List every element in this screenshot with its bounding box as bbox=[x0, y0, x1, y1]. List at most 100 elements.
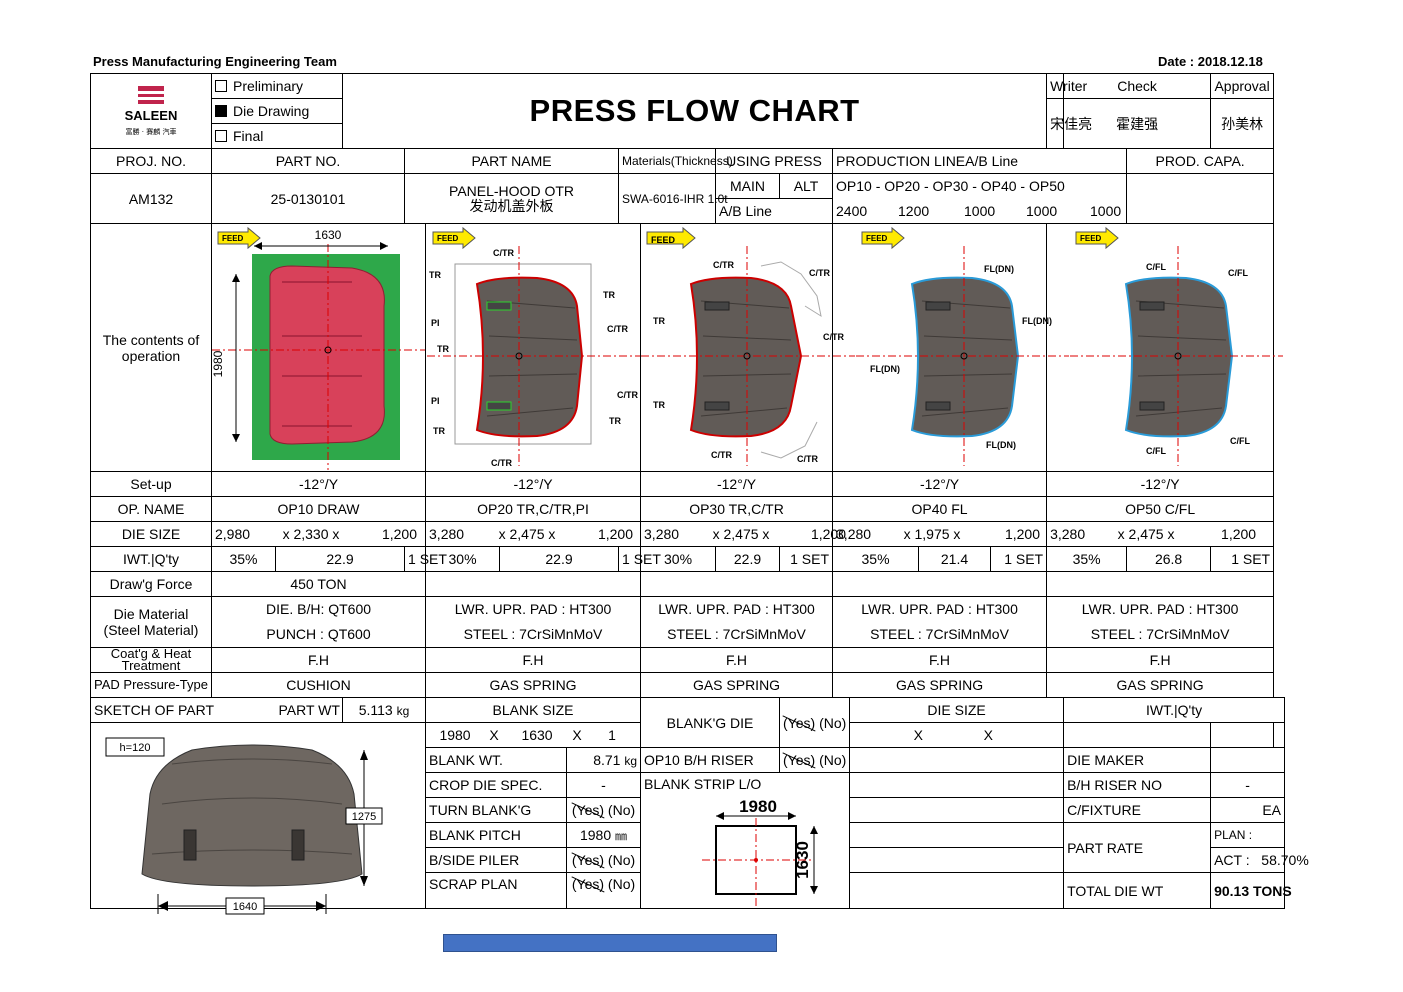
opname-op30: OP30 TR,C/TR bbox=[640, 496, 834, 522]
crop-label: CROP DIE SPEC. bbox=[425, 772, 568, 798]
blankg-die-choice[interactable]: (Yes) (No) bbox=[779, 697, 851, 748]
checkbox-icon bbox=[215, 80, 227, 92]
op30-label-tr-1: TR bbox=[653, 316, 665, 326]
blank-strip-drawing: 1980 1630 bbox=[702, 797, 818, 906]
setup-op50: -12°/Y bbox=[1046, 471, 1275, 497]
op40-label-fldn-3: FL(DN) bbox=[870, 364, 900, 374]
op30-drawing: FEED C/TR C/TR TR C/TR TR C/TR C/TR bbox=[641, 226, 855, 466]
coat-op50: F.H bbox=[1046, 647, 1275, 673]
crop-value: - bbox=[566, 772, 642, 798]
using-press-label: USING PRESS bbox=[715, 148, 834, 174]
strip-height-dim: 1630 bbox=[793, 841, 812, 879]
force-label: Draw'g Force bbox=[90, 571, 212, 597]
scrap-choice[interactable]: (Yes) (No) bbox=[566, 872, 642, 909]
op50-label-cfl-2: C/FL bbox=[1228, 268, 1248, 278]
iwt-op30: 30% bbox=[640, 546, 717, 572]
op20-label-tr-1: TR bbox=[429, 270, 441, 280]
sketch-dim-1640: 1640 bbox=[233, 901, 257, 913]
sketch-label: SKETCH OF PART bbox=[90, 697, 276, 723]
bh-riser-value: - bbox=[1210, 772, 1285, 798]
stage-final[interactable]: Final bbox=[210, 123, 344, 149]
op20-label-ctr-right-2: C/TR bbox=[617, 390, 638, 400]
op10-height-dim: 1980 bbox=[211, 350, 225, 377]
wt-op40: 21.4 bbox=[918, 546, 992, 572]
writer-name: 宋佳亮 bbox=[1046, 98, 1092, 149]
op30-label-tr-2: TR bbox=[653, 400, 665, 410]
wt-op20: 22.9 bbox=[499, 546, 620, 572]
force-op10: 450 TON bbox=[210, 571, 427, 597]
proj-label: PROJ. NO. bbox=[90, 148, 212, 174]
die-size-label: DIE SIZE bbox=[849, 697, 1065, 723]
iwt-value-3 bbox=[1273, 722, 1285, 748]
coat-op20: F.H bbox=[425, 647, 642, 673]
turn-choice[interactable]: (Yes) (No) bbox=[566, 797, 642, 823]
scrap-label: SCRAP PLAN bbox=[425, 872, 568, 909]
op40-label-fldn-2: FL(DN) bbox=[1022, 316, 1052, 326]
iwt-label: IWT.|Q'ty bbox=[90, 546, 212, 572]
op20-label-pi-2: PI bbox=[431, 396, 440, 406]
team-name: Press Manufacturing Engineering Team bbox=[93, 54, 337, 69]
saleen-logo: SALEEN 富勝 · 賽麟 汽車 bbox=[125, 85, 177, 136]
op20-label-ctr-bottom: C/TR bbox=[491, 458, 512, 468]
sketch-height-label: h=120 bbox=[120, 742, 151, 754]
riser-choice[interactable]: (Yes) (No) bbox=[779, 747, 851, 773]
op20-label-tr-2: TR bbox=[603, 290, 615, 300]
writer-label: Writer bbox=[1046, 73, 1087, 99]
pitch-label: BLANK PITCH bbox=[425, 822, 568, 848]
qty-op20: 1 SET bbox=[618, 546, 661, 572]
cfixture-value: EA bbox=[1210, 797, 1285, 823]
op50-label-cfl-4: C/FL bbox=[1146, 446, 1166, 456]
diesize-label: DIE SIZE bbox=[90, 521, 212, 547]
die-blank-2 bbox=[849, 772, 1065, 798]
iwt-value-2 bbox=[1210, 722, 1275, 748]
qty-op10: 1 SET bbox=[404, 546, 447, 572]
force-op20 bbox=[425, 571, 642, 597]
qty-op40: 1 SET bbox=[990, 546, 1048, 572]
plan-label: PLAN : bbox=[1210, 822, 1285, 848]
iwt-op40: 35% bbox=[832, 546, 920, 572]
force-op30 bbox=[640, 571, 834, 597]
pad-op50: GAS SPRING bbox=[1046, 672, 1275, 698]
total-value: 90.13 TONS bbox=[1210, 872, 1292, 909]
stage-die-drawing[interactable]: Die Drawing bbox=[210, 98, 344, 124]
die-blank-1 bbox=[849, 747, 1065, 773]
checkbox-checked-icon bbox=[215, 105, 227, 117]
op30-label-ctr-3: C/TR bbox=[823, 332, 844, 342]
die-blank-6 bbox=[849, 872, 1065, 909]
coat-op40: F.H bbox=[832, 647, 1048, 673]
pad-op40: GAS SPRING bbox=[832, 672, 1048, 698]
side-choice[interactable]: (Yes) (No) bbox=[566, 847, 642, 873]
op30-label-ctr-1: C/TR bbox=[713, 260, 734, 270]
pitch-value: 1980 ㎜ bbox=[566, 822, 642, 848]
iwt-op50: 35% bbox=[1046, 546, 1128, 572]
page-title: PRESS FLOW CHART bbox=[342, 73, 1048, 149]
alt-label: ALT bbox=[779, 173, 834, 199]
qty-op50: 1 SET bbox=[1210, 546, 1275, 572]
strip-label: BLANK STRIP L/O bbox=[644, 776, 762, 792]
die-material-label: Die Material(Steel Material) bbox=[90, 596, 212, 648]
logo-subtext: 富勝 · 賽麟 汽車 bbox=[126, 127, 177, 136]
pad-op20: GAS SPRING bbox=[425, 672, 642, 698]
production-line-label: PRODUCTION LINEA/B Line bbox=[832, 148, 1128, 174]
bh-riser-label: B/H RISER NO bbox=[1063, 772, 1212, 798]
wt-op30: 22.9 bbox=[715, 546, 781, 572]
part-wt: 5.113 kg bbox=[342, 697, 427, 723]
op10-drawing: 1630 1980 FEED bbox=[211, 226, 425, 470]
op50-label-cfl-1: C/FL bbox=[1146, 262, 1166, 272]
op30-feed-label: FEED bbox=[651, 235, 676, 245]
coat-op10: F.H bbox=[210, 647, 427, 673]
wt-op10: 22.9 bbox=[274, 546, 406, 572]
production-line-value: A/B Line bbox=[965, 153, 1019, 169]
cfixture-label: C/FIXTURE bbox=[1063, 797, 1212, 823]
setup-label: Set-up bbox=[90, 471, 212, 497]
pad-label: PAD Pressure-Type bbox=[90, 672, 212, 698]
stage-preliminary[interactable]: Preliminary bbox=[210, 73, 344, 99]
side-label: B/SIDE PILER bbox=[425, 847, 568, 873]
